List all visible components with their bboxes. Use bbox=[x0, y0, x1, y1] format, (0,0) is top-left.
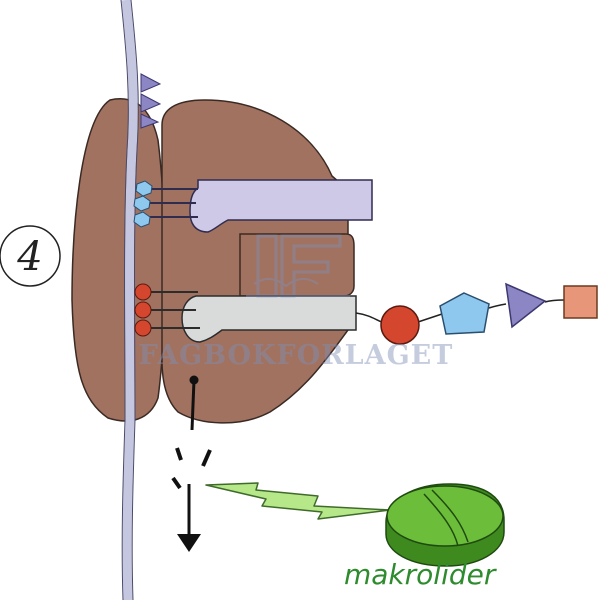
ribosome-small-subunit bbox=[71, 98, 166, 422]
amino-acid-square bbox=[563, 285, 598, 319]
watermark-logo-icon bbox=[246, 234, 350, 298]
amino-acid-circle bbox=[380, 305, 420, 345]
mrna-strand bbox=[121, 0, 138, 600]
macrolide-pill-icon bbox=[385, 483, 505, 567]
watermark: FAGBOKFORLAGET bbox=[139, 234, 454, 371]
exit-arrow bbox=[171, 375, 212, 552]
peptide-chain bbox=[355, 282, 598, 345]
step-number-label: 4 bbox=[16, 234, 42, 280]
watermark-text: FAGBOKFORLAGET bbox=[139, 340, 454, 371]
codon-circles bbox=[134, 283, 152, 337]
amino-acid-triangle bbox=[505, 282, 547, 329]
codon-hexagons bbox=[133, 180, 153, 228]
amino-acid-pentagon bbox=[439, 292, 490, 335]
trna-lower bbox=[150, 291, 357, 343]
step-number-circle bbox=[0, 225, 61, 287]
lightning-bolt bbox=[205, 482, 391, 520]
trna-upper bbox=[150, 179, 373, 233]
drug-label: makrolider bbox=[344, 558, 497, 591]
mrna-triangle-marks bbox=[140, 73, 162, 129]
